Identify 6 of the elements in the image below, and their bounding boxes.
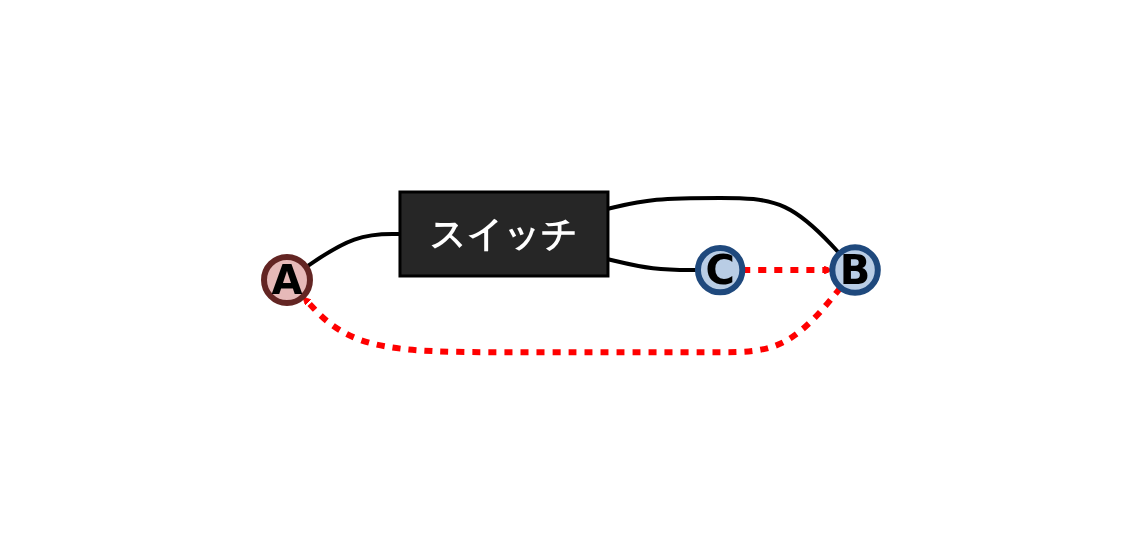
node-circle: C (694, 245, 745, 296)
node-circle: B (828, 244, 881, 297)
node-circle: A (260, 254, 313, 307)
arrow (301, 286, 843, 356)
node-box: スイッチ (398, 190, 610, 278)
connector (607, 257, 698, 273)
